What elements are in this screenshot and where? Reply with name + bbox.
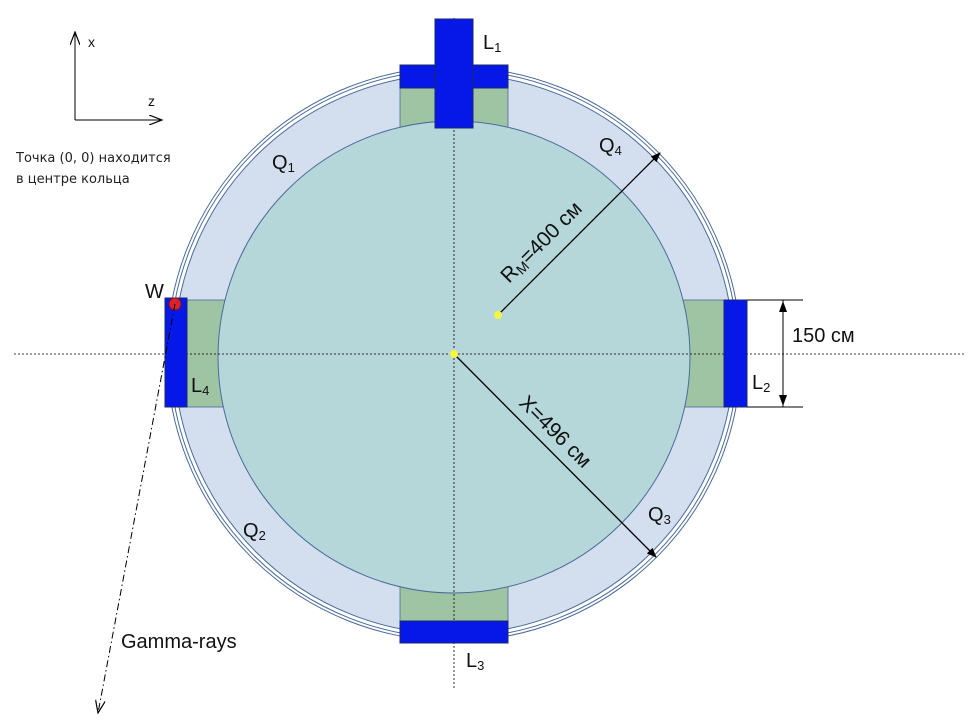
origin-note-line2: в центре кольца bbox=[16, 172, 130, 187]
label-q2: Q2 bbox=[243, 520, 266, 543]
label-q1: Q1 bbox=[272, 152, 295, 175]
label-l2: L2 bbox=[752, 372, 770, 395]
label-q4: Q4 bbox=[599, 135, 622, 158]
origin-note: Точка (0, 0) находится в центре кольца bbox=[16, 148, 171, 190]
source-w-label: W bbox=[145, 281, 164, 303]
label-q3: Q3 bbox=[648, 504, 671, 527]
detector-l2 bbox=[723, 299, 748, 408]
coordinate-axes: x z bbox=[75, 32, 162, 120]
detectors bbox=[164, 18, 748, 644]
detector-l1-block bbox=[434, 18, 474, 129]
z-axis-label: z bbox=[148, 93, 155, 109]
center-marker bbox=[450, 350, 458, 358]
x-radius-arrow bbox=[453, 353, 657, 558]
height-dimension-label: 150 см bbox=[792, 325, 855, 347]
label-l4: L4 bbox=[191, 375, 209, 398]
height-dimension: 150 см bbox=[747, 299, 855, 408]
gamma-ray-path bbox=[98, 303, 176, 713]
detector-l4 bbox=[164, 297, 188, 408]
x-axis-label: x bbox=[88, 34, 95, 50]
rm-origin-marker bbox=[494, 311, 502, 319]
rm-radius-arrow bbox=[497, 152, 661, 316]
gamma-ray-label: Gamma-rays bbox=[121, 631, 237, 653]
label-l3: L3 bbox=[466, 650, 484, 673]
label-l1: L1 bbox=[483, 32, 501, 55]
origin-note-line1: Точка (0, 0) находится bbox=[16, 151, 171, 166]
detector-l3 bbox=[399, 620, 509, 644]
